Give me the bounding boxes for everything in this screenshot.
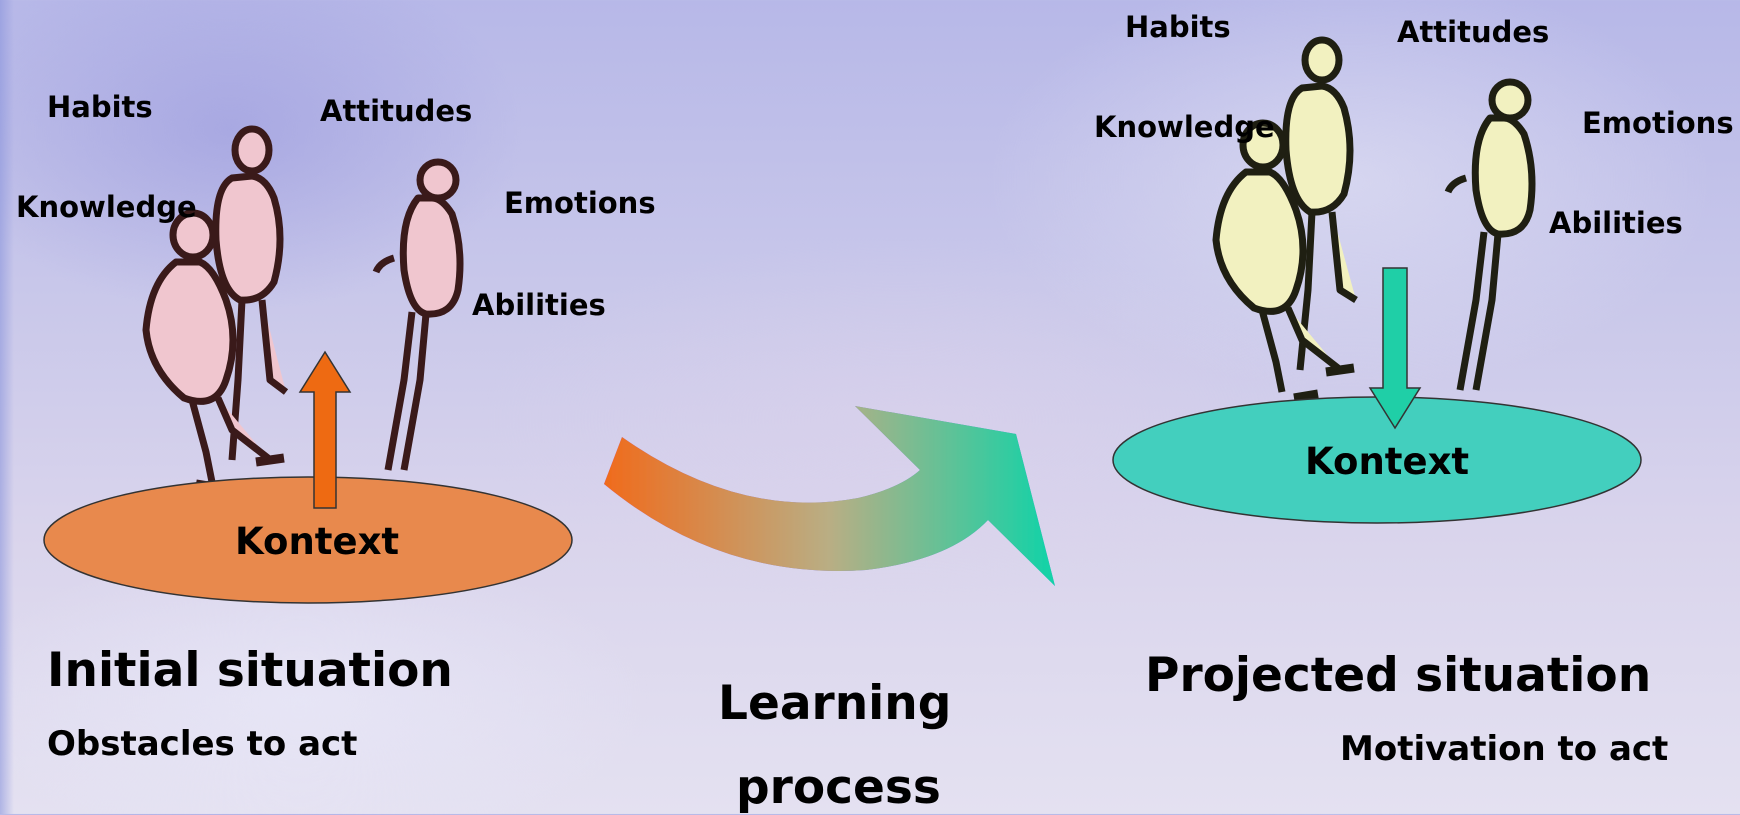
left-context-label: Kontext [235, 520, 400, 563]
left-title: Initial situation [47, 643, 453, 698]
left-context-ellipse [43, 476, 573, 604]
right-habits-label: Habits [1125, 10, 1231, 44]
left-emotions-label: Emotions [504, 186, 656, 220]
right-knowledge-label: Knowledge [1094, 110, 1275, 144]
left-people-figures [142, 125, 464, 495]
left-up-arrow-shape [298, 350, 352, 509]
left-knowledge-label: Knowledge [16, 190, 197, 224]
right-attitudes-label: Attitudes [1397, 15, 1550, 49]
right-emotions-label: Emotions [1582, 106, 1734, 140]
curved-arrow-icon [604, 406, 1055, 586]
right-context-label: Kontext [1305, 440, 1470, 483]
right-people-figures [1212, 36, 1536, 427]
right-subtitle: Motivation to act [1340, 729, 1669, 769]
left-abilities-label: Abilities [472, 288, 606, 322]
right-title: Projected situation [1145, 648, 1652, 703]
right-abilities-label: Abilities [1549, 206, 1683, 240]
middle-title-line1: Learning [718, 676, 952, 731]
middle-title-line2: process [736, 760, 941, 815]
right-down-arrow [1368, 267, 1422, 430]
left-attitudes-label: Attitudes [320, 94, 473, 128]
left-subtitle: Obstacles to act [47, 724, 358, 764]
left-habits-label: Habits [47, 90, 153, 124]
left-edge-accent [0, 0, 14, 814]
